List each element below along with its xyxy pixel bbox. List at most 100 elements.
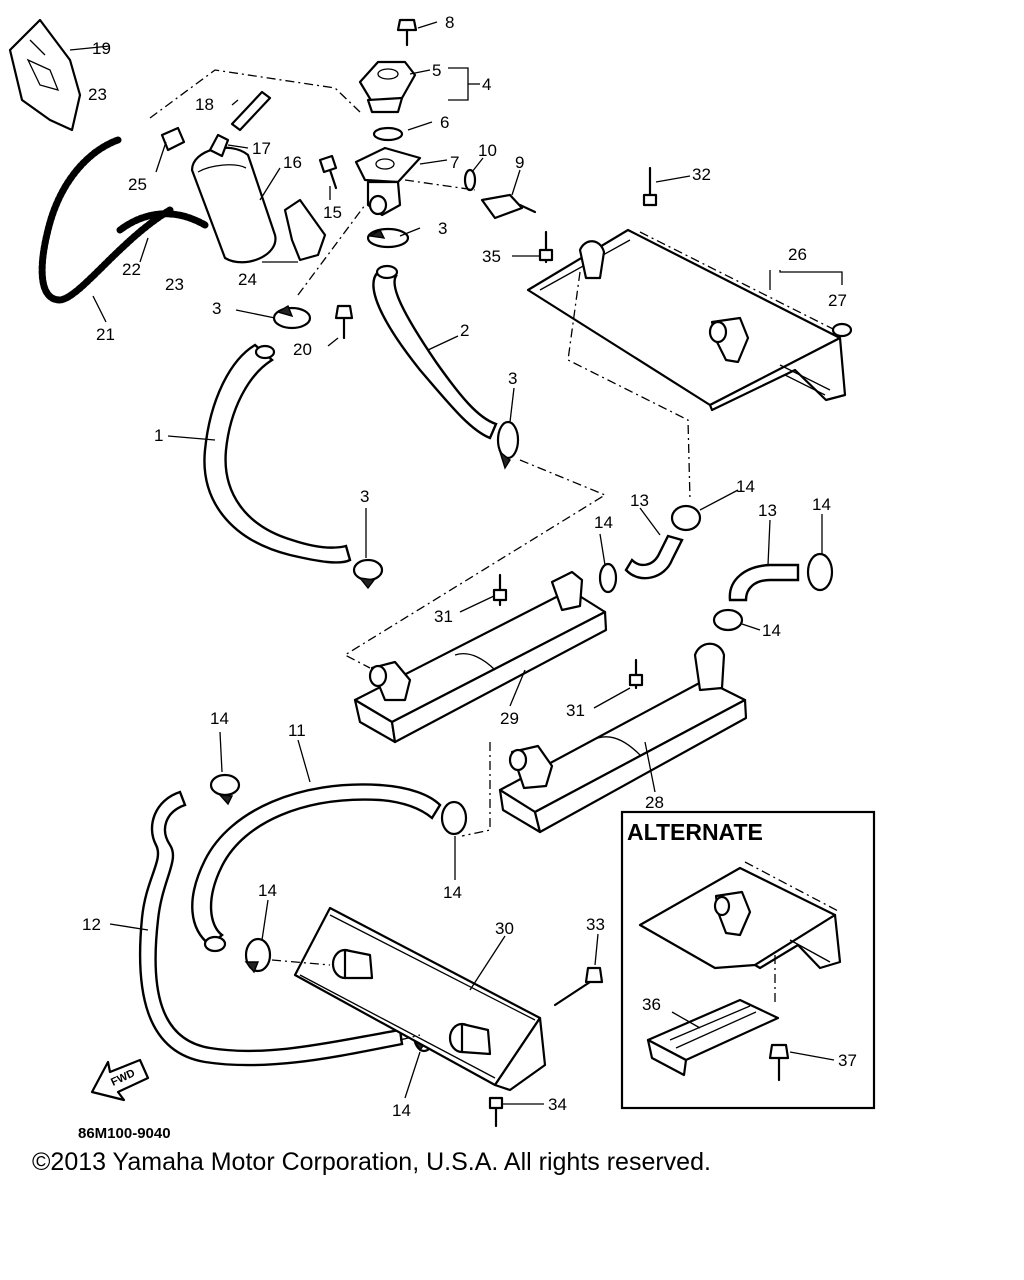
part-20-bolt (334, 304, 354, 340)
callout-8: 8 (445, 13, 454, 32)
part-14-clamp-d (806, 552, 834, 592)
part-15-bolt (318, 154, 338, 190)
part-30-heat-exchanger-bottom (293, 906, 547, 1092)
callout-10: 10 (478, 141, 497, 160)
part-35-bolt (538, 230, 554, 264)
callout-14-d: 14 (812, 495, 831, 514)
callout-29: 29 (500, 709, 519, 728)
part-14-clamp-c (712, 608, 744, 632)
copyright-notice: ©2013 Yamaha Motor Corporation, U.S.A. A… (32, 1148, 711, 1176)
part-18-pipe (230, 90, 272, 132)
callout-4: 4 (482, 75, 491, 94)
callout-labels: 8 5 4 6 7 10 9 3 19 23 18 17 16 25 15 24… (82, 13, 847, 1120)
part-3-clamp-upper (366, 227, 410, 249)
part-12-hose (138, 790, 404, 1067)
callout-32: 32 (692, 165, 711, 184)
part-24-bracket (283, 198, 327, 262)
part-32-bolt (642, 166, 658, 207)
callout-14-g: 14 (258, 881, 277, 900)
part-9-thermo-sensor (480, 193, 537, 220)
callout-3-upper: 3 (438, 219, 447, 238)
part-6-o-ring (372, 126, 404, 142)
part-31-bolt-middle (492, 573, 508, 607)
callout-14-e: 14 (210, 709, 229, 728)
callout-15: 15 (323, 203, 342, 222)
part-36-bracket (646, 998, 780, 1077)
callout-6: 6 (440, 113, 449, 132)
part-26-heat-exchanger-top (526, 228, 847, 412)
callout-5: 5 (432, 61, 441, 80)
callout-22: 22 (122, 260, 141, 279)
callout-3-hose-1: 3 (360, 487, 369, 506)
part-29-heat-exchanger-middle (353, 570, 608, 744)
callout-34: 34 (548, 1095, 567, 1114)
callout-leaders (69, 21, 843, 1105)
part-21-spiral-hose (38, 136, 174, 304)
part-10-washer (463, 168, 477, 192)
part-8-bolt (396, 18, 418, 47)
part-7-thermostat-housing (354, 146, 422, 217)
callout-28: 28 (645, 793, 664, 812)
callout-1: 1 (154, 426, 163, 445)
callout-12: 12 (82, 915, 101, 934)
callout-27: 27 (828, 291, 847, 310)
callout-37: 37 (838, 1051, 857, 1070)
callout-17: 17 (252, 139, 271, 158)
callout-18: 18 (195, 95, 214, 114)
callout-26: 26 (788, 245, 807, 264)
callout-2: 2 (460, 321, 469, 340)
callout-21: 21 (96, 325, 115, 344)
forward-direction-arrow: FWD (90, 1058, 150, 1102)
part-28-heat-exchanger-lower (498, 642, 748, 834)
part-27-grommet (831, 322, 853, 338)
callout-9: 9 (515, 153, 524, 172)
part-11-hose (191, 783, 442, 953)
part-25-fitting (160, 126, 186, 152)
callout-13-b: 13 (758, 501, 777, 520)
callout-14-c: 14 (762, 621, 781, 640)
callout-14-a: 14 (594, 513, 613, 532)
callout-7: 7 (450, 153, 459, 172)
callout-14-h: 14 (392, 1101, 411, 1120)
part-3-clamp-left (272, 304, 312, 330)
part-14-clamp-f (440, 800, 468, 836)
callout-24: 24 (238, 270, 257, 289)
part-13-elbow-hose-b (728, 563, 800, 602)
part-5-radiator-cap (358, 60, 417, 114)
callout-25: 25 (128, 175, 147, 194)
callout-11: 11 (288, 721, 306, 740)
callout-19: 19 (92, 39, 111, 58)
part-14-clamp-a (598, 562, 618, 594)
callout-35: 35 (482, 247, 501, 266)
part-3-clamp-hose-2 (496, 420, 520, 470)
part-13-elbow-hose-a (624, 534, 684, 580)
part-3-clamp-hose-1 (352, 558, 384, 590)
callout-3-hose-2: 3 (508, 369, 517, 388)
callout-33: 33 (586, 915, 605, 934)
assembly-leader-lines (149, 69, 691, 1041)
callout-31-lower: 31 (566, 701, 585, 720)
callout-30: 30 (495, 919, 514, 938)
part-1-hose (203, 343, 352, 564)
part-2-hose (372, 264, 498, 440)
part-31-bolt-lower (628, 658, 644, 690)
part-19-shield-plate (8, 18, 82, 132)
callout-13-a: 13 (630, 491, 649, 510)
part-16-reservoir-tank (190, 133, 277, 264)
part-34-bolt (488, 1096, 504, 1128)
callout-3-left: 3 (212, 299, 221, 318)
callout-16: 16 (283, 153, 302, 172)
callout-31-middle: 31 (434, 607, 453, 626)
part-37-bolt (768, 1043, 790, 1082)
callout-36: 36 (642, 995, 661, 1014)
callout-20: 20 (293, 340, 312, 359)
part-14-clamp-b (670, 504, 702, 532)
part-22-spiral-hose (116, 210, 209, 234)
alternate-callouts: 36 37 (642, 995, 857, 1070)
callout-14-b: 14 (736, 477, 755, 496)
drawing-code: 86M100-9040 (78, 1125, 171, 1142)
part-14-clamp-g (244, 937, 272, 974)
callout-23-upper: 23 (88, 85, 107, 104)
callout-23-lower: 23 (165, 275, 184, 294)
